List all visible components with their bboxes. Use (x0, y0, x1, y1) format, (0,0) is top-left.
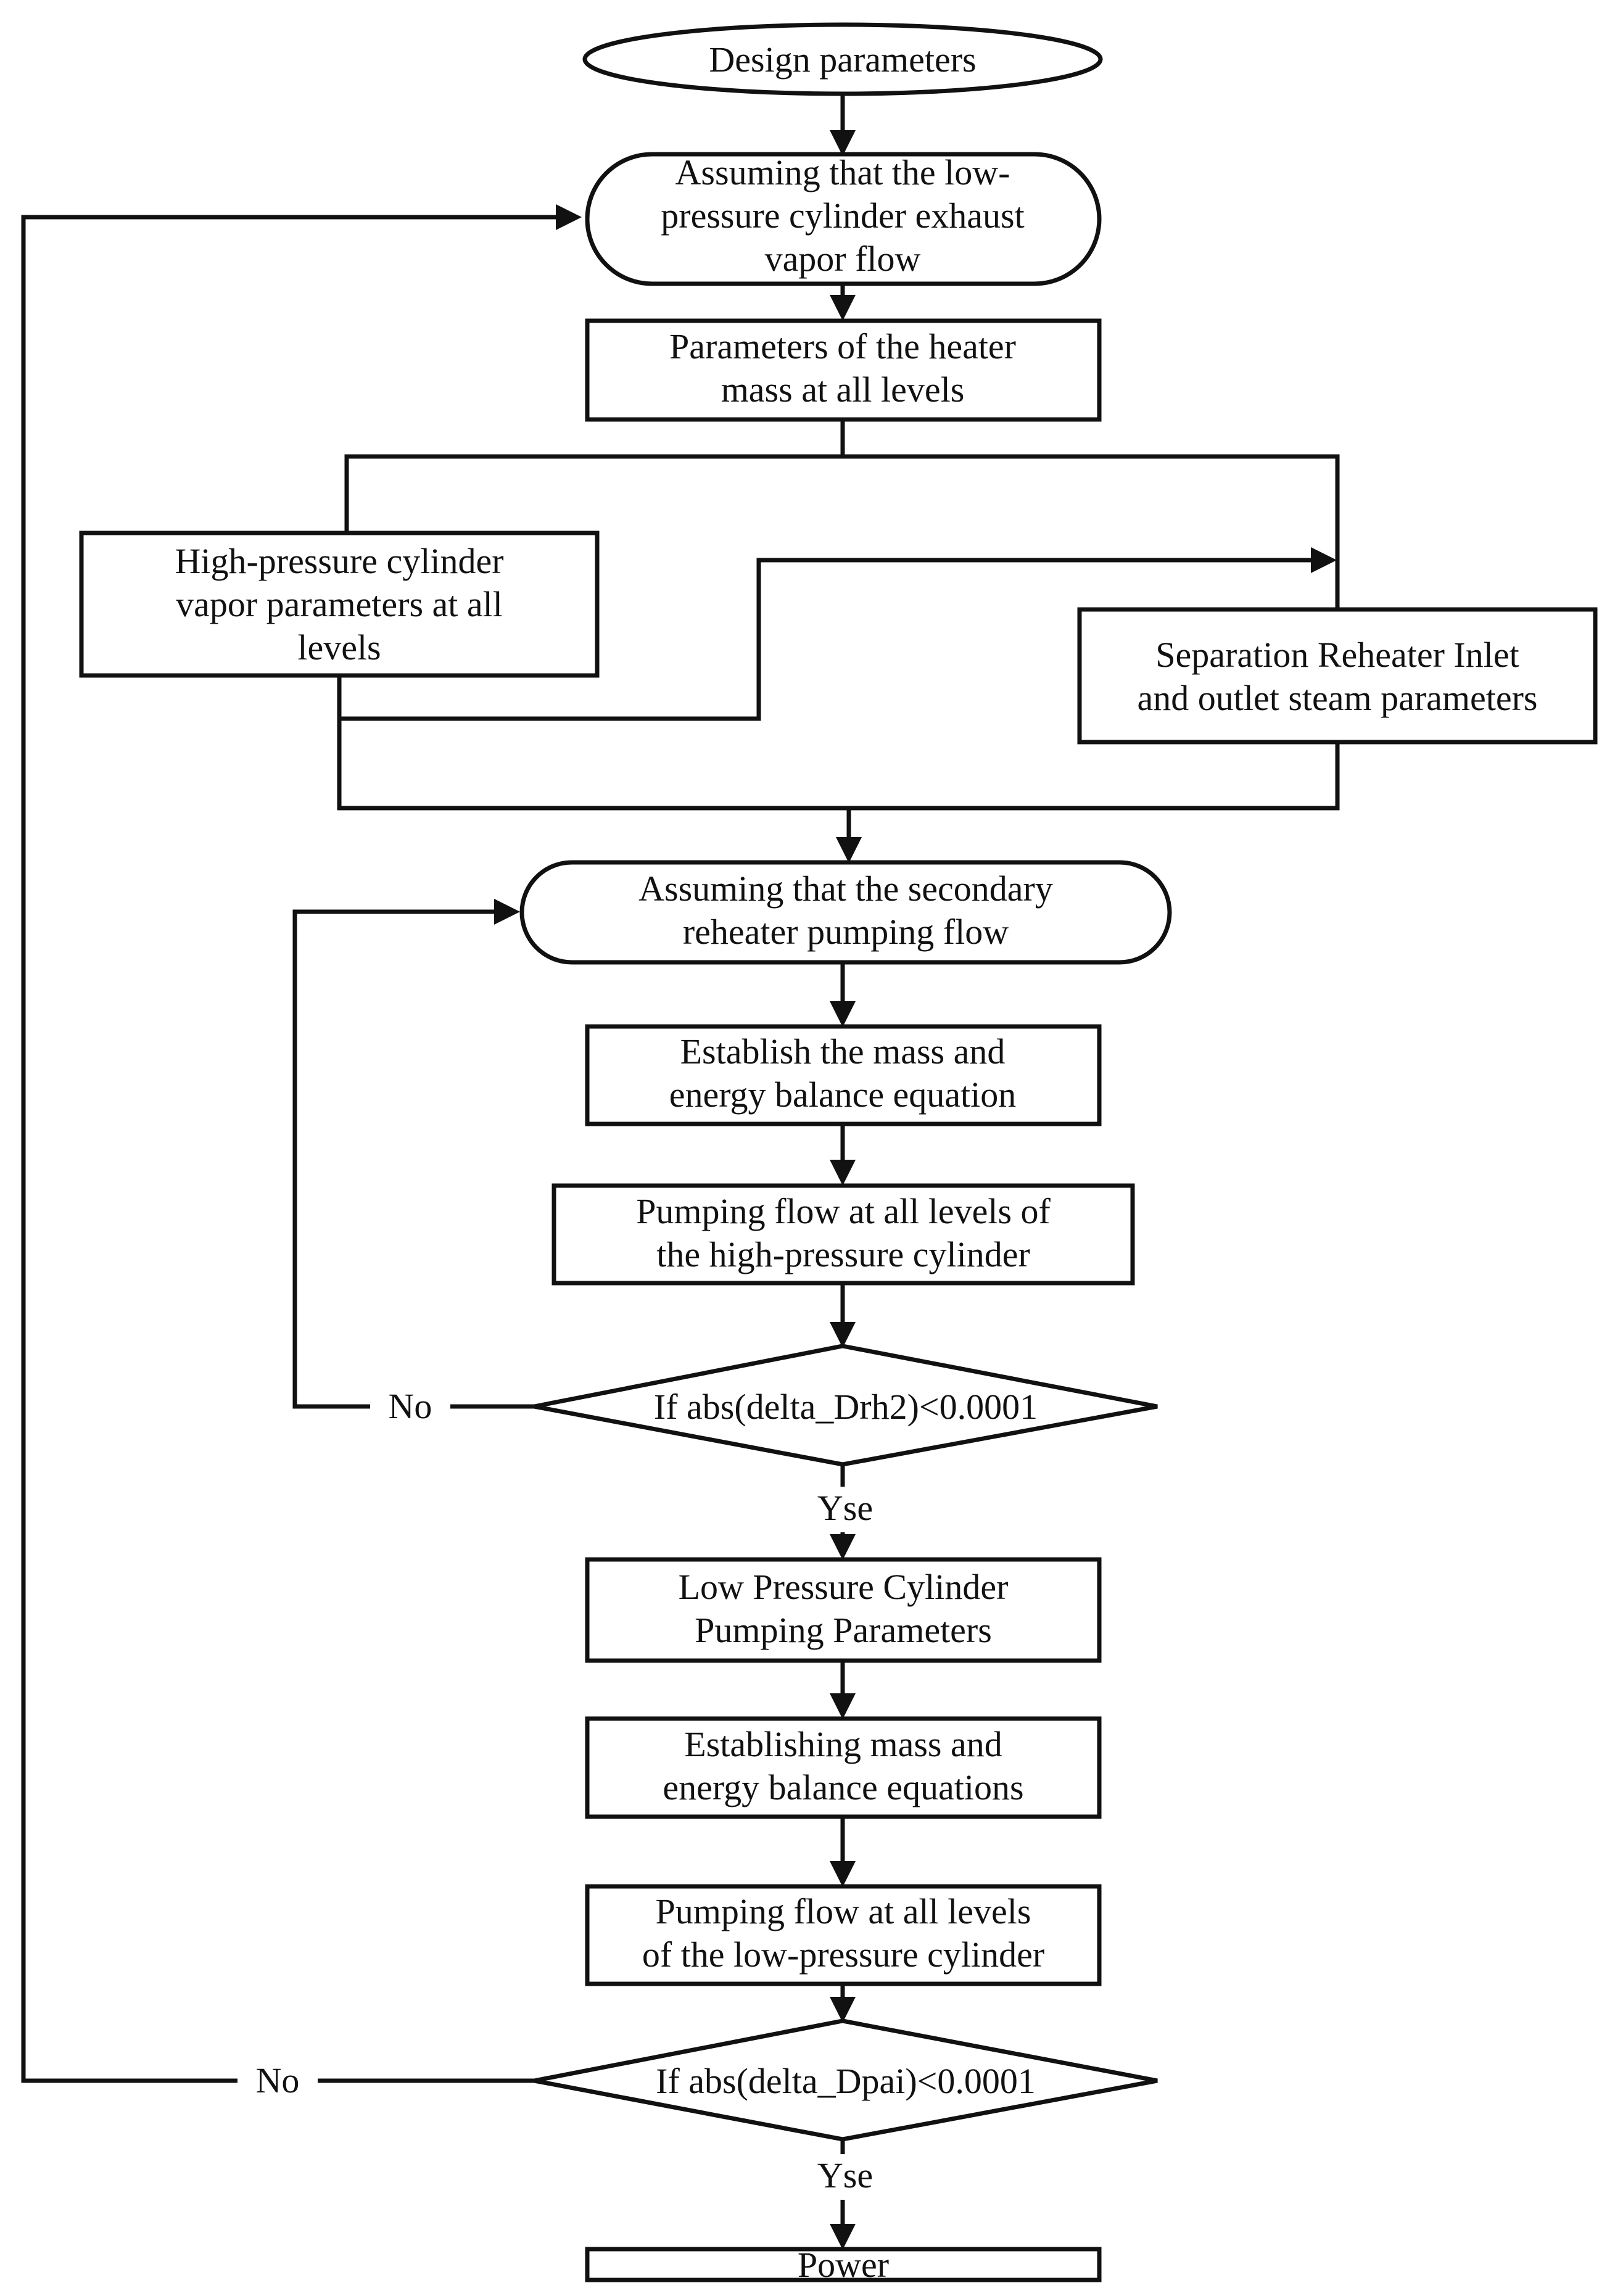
label-backdrop (802, 2154, 888, 2200)
edge-hp-to-reheater-feed (339, 547, 1337, 721)
node-label: the high-pressure cylinder (656, 1234, 1030, 1274)
node-label: and outlet steam parameters (1137, 678, 1537, 718)
node-label: Low Pressure Cylinder (679, 1567, 1009, 1607)
node-label: reheater pumping flow (683, 912, 1009, 952)
label-backdrop (370, 1385, 450, 1429)
node-label: Pumping Parameters (695, 1610, 992, 1650)
edge-dpai-no-loop (21, 204, 582, 2083)
node-label: Establish the mass and (680, 1031, 1006, 1072)
edge-label-no: No (389, 1386, 432, 1426)
node-label: of the low-pressure cylinder (642, 1935, 1044, 1975)
node-lp-pumping-flow: Pumping flow at all levels of the low-pr… (585, 1884, 1102, 1986)
node-assume-lp-exhaust: Assuming that the low- pressure cylinder… (585, 152, 1102, 286)
node-label: Establishing mass and (684, 1724, 1002, 1764)
node-label: Assuming that the low- (675, 152, 1010, 192)
node-label: Separation Reheater Inlet (1155, 635, 1519, 675)
node-label: Design parameters (709, 39, 976, 80)
edge-split-left-branch (344, 454, 1340, 609)
edge-merge-collector (337, 675, 1340, 811)
node-label: High-pressure cylinder (175, 541, 503, 581)
node-decision-drh2: If abs(delta_Drh2)<0.0001 (534, 1344, 1158, 1467)
edge-drh2-no-loop (292, 899, 534, 1409)
node-label: Pumping flow at all levels of (636, 1191, 1051, 1231)
node-assume-reheater-pumping: Assuming that the secondary reheater pum… (519, 860, 1172, 965)
node-label: vapor parameters at all (176, 584, 503, 624)
node-label: energy balance equations (663, 1767, 1023, 1807)
node-label: If abs(delta_Drh2)<0.0001 (654, 1387, 1038, 1427)
node-separation-reheater: Separation Reheater Inlet and outlet ste… (1077, 607, 1598, 745)
node-establish-balance-1: Establish the mass and energy balance eq… (585, 1024, 1102, 1126)
node-establish-balance-2: Establishing mass and energy balance equ… (585, 1716, 1102, 1819)
node-decision-dpai: If abs(delta_Dpai)<0.0001 (534, 2018, 1158, 2142)
edge-label-no: No (256, 2060, 300, 2100)
node-label: mass at all levels (721, 370, 965, 410)
node-label: Parameters of the heater (669, 326, 1016, 366)
node-label: Assuming that the secondary (638, 869, 1053, 909)
node-lp-pumping-params: Low Pressure Cylinder Pumping Parameters (585, 1557, 1102, 1663)
node-label: If abs(delta_Dpai)<0.0001 (656, 2061, 1036, 2101)
node-label: energy balance equation (669, 1075, 1017, 1115)
label-backdrop (238, 2059, 318, 2102)
node-hp-vapor-params: High-pressure cylinder vapor parameters … (79, 531, 600, 678)
node-label: Power (798, 2245, 889, 2285)
edge-label-yes: Yse (817, 2155, 873, 2195)
node-heater-mass-params: Parameters of the heater mass at all lev… (585, 318, 1102, 422)
node-power: Power (585, 2245, 1102, 2285)
node-label: vapor flow (765, 239, 921, 279)
node-hp-pumping-flow: Pumping flow at all levels of the high-p… (551, 1183, 1135, 1286)
node-design-parameters: Design parameters (582, 22, 1103, 96)
node-label: pressure cylinder exhaust (661, 196, 1024, 236)
node-label: levels (297, 627, 381, 667)
edge-label-yes: Yse (817, 1488, 873, 1528)
node-label: Pumping flow at all levels (656, 1891, 1031, 1931)
label-backdrop (802, 1487, 888, 1532)
